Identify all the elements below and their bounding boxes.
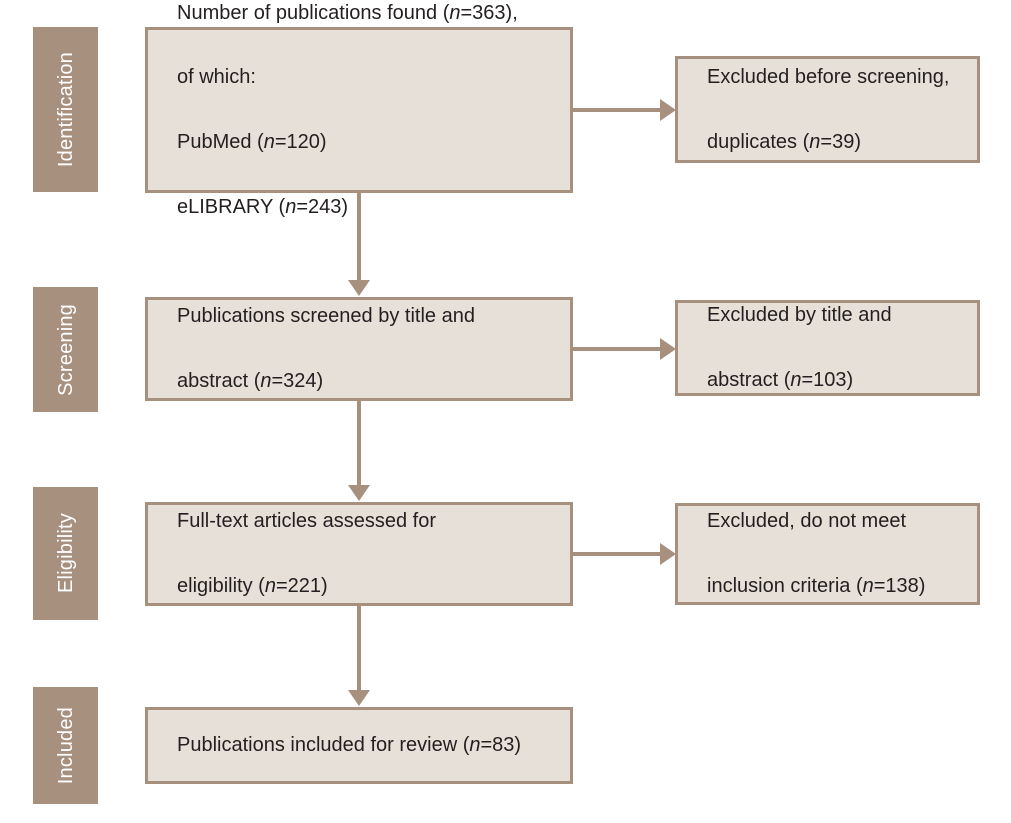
box-records-found-line-1: Number of publications found (n=363),: [177, 1, 518, 24]
box-fulltext-assessed-text: Full-text articles assessed for eligibil…: [148, 473, 436, 635]
connector-arrow-eligibility-horizontal: [573, 552, 663, 556]
stage-label-screening: Screening: [54, 303, 77, 396]
box-excluded-title-abstract-line-1: Excluded by title and: [707, 304, 892, 327]
italic-n: n: [449, 1, 461, 24]
connector-arrowhead-identification-horizontal: [660, 99, 676, 121]
box-excluded-criteria-text: Excluded, do not meet inclusion criteria…: [678, 473, 925, 635]
box-fulltext-assessed: Full-text articles assessed for eligibil…: [145, 502, 573, 606]
connector-arrow-identification-to-screening: [357, 193, 361, 283]
connector-arrow-identification-horizontal: [573, 108, 663, 112]
connector-arrow-screening-to-eligibility: [357, 401, 361, 487]
connector-arrowhead-screening-horizontal: [660, 338, 676, 360]
box-excluded-title-abstract: Excluded by title and abstract (n=103): [675, 300, 980, 396]
box-fulltext-assessed-line-1: Full-text articles assessed for: [177, 510, 436, 533]
box-excluded-duplicates-line-1: Excluded before screening,: [707, 65, 950, 88]
box-records-found-text: Number of publications found (n=363), of…: [148, 0, 518, 256]
stage-block-included: Included: [33, 687, 98, 804]
connector-arrowhead-screening-to-eligibility: [348, 485, 370, 501]
box-excluded-duplicates: Excluded before screening, duplicates (n…: [675, 56, 980, 163]
italic-n: n: [809, 130, 821, 153]
box-included-for-review-text: Publications included for review (n=83): [148, 697, 521, 794]
connector-arrow-eligibility-to-included: [357, 606, 361, 692]
stage-block-eligibility: Eligibility: [33, 487, 98, 620]
stage-label-eligibility: Eligibility: [54, 513, 77, 594]
italic-n: n: [790, 369, 802, 392]
box-included-for-review: Publications included for review (n=83): [145, 707, 573, 784]
box-excluded-duplicates-text: Excluded before screening, duplicates (n…: [678, 29, 949, 191]
box-records-found-line-4: eLIBRARY (n=243): [177, 195, 349, 218]
box-records-screened: Publications screened by title and abstr…: [145, 297, 573, 401]
stage-block-screening: Screening: [33, 287, 98, 412]
box-fulltext-assessed-line-2: eligibility (n=221): [177, 575, 328, 598]
box-excluded-criteria: Excluded, do not meet inclusion criteria…: [675, 503, 980, 605]
box-excluded-title-abstract-line-2: abstract (n=103): [707, 369, 854, 392]
box-records-found-line-3: PubMed (n=120): [177, 131, 327, 154]
connector-arrow-screening-horizontal: [573, 347, 663, 351]
box-excluded-criteria-line-2: inclusion criteria (n=138): [707, 575, 926, 598]
connector-arrowhead-identification-to-screening: [348, 280, 370, 296]
box-excluded-criteria-line-1: Excluded, do not meet: [707, 510, 907, 533]
stage-block-identification: Identification: [33, 27, 98, 192]
stage-label-included: Included: [54, 706, 77, 785]
connector-arrowhead-eligibility-horizontal: [660, 543, 676, 565]
connector-arrowhead-eligibility-to-included: [348, 690, 370, 706]
italic-n: n: [285, 195, 297, 218]
italic-n: n: [260, 370, 272, 393]
italic-n: n: [469, 734, 481, 757]
box-records-screened-text: Publications screened by title and abstr…: [148, 268, 475, 430]
stage-label-identification: Identification: [54, 51, 77, 168]
italic-n: n: [264, 575, 276, 598]
italic-n: n: [862, 575, 874, 598]
box-records-screened-line-1: Publications screened by title and: [177, 305, 475, 328]
box-included-for-review-line-1: Publications included for review (n=83): [177, 734, 522, 757]
italic-n: n: [263, 131, 275, 154]
box-records-found: Number of publications found (n=363), of…: [145, 2, 573, 218]
box-records-screened-line-2: abstract (n=324): [177, 370, 324, 393]
box-excluded-duplicates-line-2: duplicates (n=39): [707, 130, 861, 153]
box-records-found-line-2: of which:: [177, 66, 256, 89]
box-excluded-title-abstract-text: Excluded by title and abstract (n=103): [678, 267, 892, 429]
